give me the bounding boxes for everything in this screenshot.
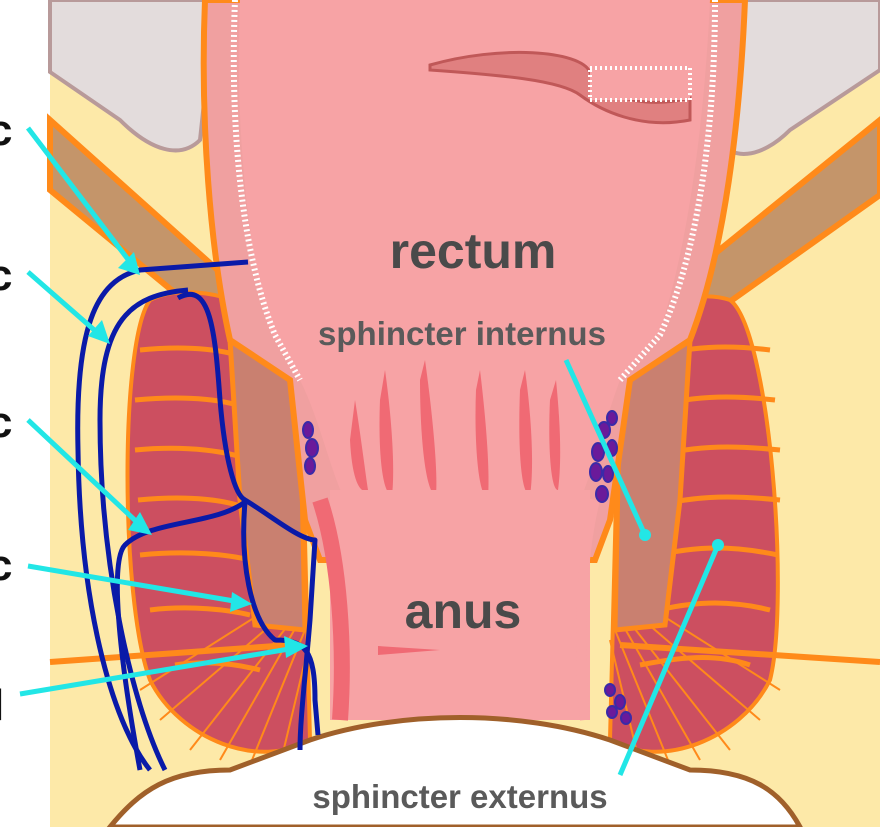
rectum-label: rectum [390,223,557,279]
pointer-5 [19,645,296,697]
left-anal-glands [302,421,319,475]
anal-canal [330,490,590,720]
submucosal-track [241,501,321,736]
left-horizontal-fiber [49,642,291,665]
left-bone [48,0,218,153]
edge-label-3: c [0,398,12,447]
suprasphincteric-track [75,259,249,772]
anal-columns [350,360,561,498]
rectal-fold-edge [588,66,692,102]
anal-canal-right-edge [576,498,600,721]
transsphincteric-track [176,291,318,751]
perianal-skin [104,715,805,830]
right-horizontal-fiber [619,642,880,665]
edge-label-1: c [0,106,12,155]
pointer-4 [27,563,241,605]
sphincter-externus-label: sphincter externus [312,778,607,815]
anus-label: anus [405,583,522,639]
right-mucosa-edge [617,0,718,382]
edge-label-5: l [0,681,4,730]
pointer-2 [26,270,102,337]
sphincter-internus-label: sphincter internus [318,315,606,352]
pointer-3 [26,418,142,527]
pointer-lines [19,126,721,776]
intersphincteric-track [114,499,247,771]
edge-label-2: c [0,251,12,300]
rectal-fold [428,50,692,125]
left-mucosa-edge [230,0,303,382]
extrasphincteric-track [97,287,189,772]
pointer-1 [26,126,132,264]
pointer-heads [88,252,724,658]
anal-canal-left-edge [312,497,350,721]
pointer-internus [563,358,648,537]
fistula-tracks [75,259,321,772]
anal-fold-mark [378,646,440,655]
edge-label-4: c [0,541,12,590]
pointer-externus [617,544,721,776]
